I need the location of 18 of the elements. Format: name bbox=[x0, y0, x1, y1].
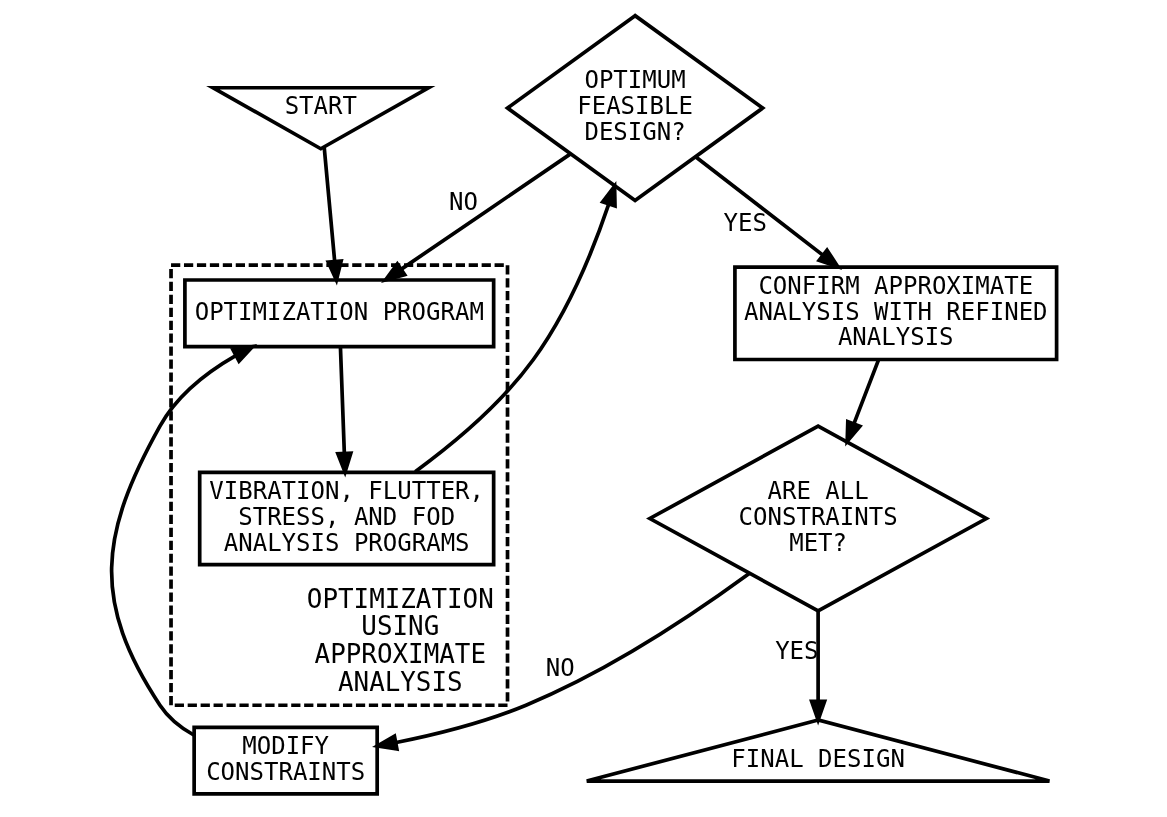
arrow bbox=[380, 152, 571, 283]
edge-label: NO bbox=[448, 188, 478, 217]
node-box: OPTIMIZATION PROGRAM bbox=[182, 278, 495, 349]
node-diamond: ARE ALL CONSTRAINTS MET? bbox=[645, 423, 990, 614]
node-box: CONFIRM APPROXIMATE ANALYSIS WITH REFINED ANALYSIS bbox=[732, 265, 1058, 362]
arrow bbox=[694, 155, 842, 270]
arrow bbox=[413, 180, 617, 474]
arrow bbox=[844, 359, 880, 447]
node-box: VIBRATION, FLUTTER, STRESS, AND FOD ANALYSIS PROGRAMS bbox=[197, 470, 495, 567]
node-box: MODIFY CONSTRAINTS bbox=[191, 725, 379, 796]
edge-label: YES bbox=[723, 208, 767, 237]
arrow bbox=[371, 572, 750, 752]
arrow bbox=[808, 611, 827, 726]
arrow bbox=[334, 346, 353, 478]
edge-label: NO bbox=[545, 654, 575, 682]
arrow bbox=[321, 146, 344, 286]
arrow bbox=[109, 344, 257, 737]
node-diamond: OPTIMUM FEASIBLE DESIGN? bbox=[503, 13, 766, 203]
